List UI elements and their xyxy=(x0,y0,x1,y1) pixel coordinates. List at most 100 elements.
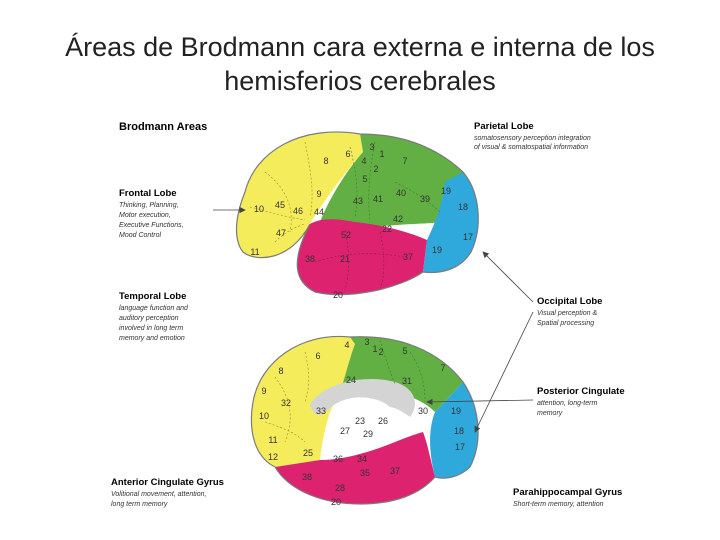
callout-occipital-line1: Visual perception & xyxy=(537,310,598,317)
callout-posterior-cingulate-arrow xyxy=(426,398,534,406)
medial-area-18: 18 xyxy=(454,426,464,436)
medial-area-35: 35 xyxy=(360,468,370,478)
medial-area-33: 33 xyxy=(316,406,326,416)
lateral-area-38: 38 xyxy=(305,254,315,264)
medial-area-9: 9 xyxy=(261,386,266,396)
medial-area-2: 2 xyxy=(378,347,383,357)
medial-area-29: 29 xyxy=(363,429,373,439)
callout-anterior-cingulate: Anterior Cingulate Gyrus Volitional move… xyxy=(111,477,224,508)
lateral-area-9: 9 xyxy=(316,189,321,199)
medial-area-19: 19 xyxy=(451,406,461,416)
lateral-area-5: 5 xyxy=(362,174,367,184)
lateral-temporal-region xyxy=(297,219,427,295)
callout-occipital: Occipital Lobe Visual perception & Spati… xyxy=(474,251,602,433)
medial-area-26: 26 xyxy=(378,416,388,426)
callout-occipital-title: Occipital Lobe xyxy=(537,296,602,307)
lateral-area-22: 22 xyxy=(382,224,392,234)
lateral-area-3: 3 xyxy=(369,142,374,152)
medial-area-17: 17 xyxy=(455,442,465,452)
callout-temporal-line3: involved in long term xyxy=(119,325,183,332)
medial-area-25: 25 xyxy=(303,448,313,458)
lateral-area-6: 6 xyxy=(345,149,350,159)
medial-area-11: 11 xyxy=(268,435,277,445)
lateral-area-37: 37 xyxy=(403,252,413,262)
callout-frontal-line3: Executive Functions, xyxy=(119,222,184,229)
medial-area-8: 8 xyxy=(278,366,283,376)
corpus-callosum xyxy=(310,378,415,417)
medial-frontal-region xyxy=(251,336,355,467)
lateral-parietal-region xyxy=(320,134,463,228)
lateral-area-46: 46 xyxy=(293,206,303,216)
callout-occipital-arrow-lower xyxy=(474,311,534,433)
lateral-area-39: 39 xyxy=(420,194,430,204)
medial-area-23: 23 xyxy=(355,416,365,426)
callout-posterior-cingulate-title: Posterior Cingulate xyxy=(537,386,625,397)
medial-area-28: 28 xyxy=(335,483,345,493)
callout-parietal-title: Parietal Lobe xyxy=(474,121,534,132)
lateral-area-4: 4 xyxy=(361,156,366,166)
callout-anterior-cingulate-line2: long term memory xyxy=(111,501,168,508)
medial-area-1: 1 xyxy=(372,344,377,354)
medial-area-4: 4 xyxy=(344,340,349,350)
callout-temporal-line1: language function and xyxy=(119,305,189,312)
lateral-area-41: 41 xyxy=(373,194,383,204)
callout-parahippocampal: Parahippocampal Gyrus Short-term memory,… xyxy=(513,487,622,508)
lateral-area-18: 18 xyxy=(458,202,468,212)
lateral-area-42: 42 xyxy=(393,214,403,224)
lateral-area-44: 44 xyxy=(314,207,324,217)
medial-area-5: 5 xyxy=(402,346,407,356)
slide-title-line2: hemisferios cerebrales xyxy=(224,66,496,96)
callout-posterior-cingulate-line1: attention, long-term xyxy=(537,400,597,407)
lateral-area-8: 8 xyxy=(323,156,328,166)
lateral-area-11: 11 xyxy=(250,247,259,257)
lateral-area-52: 52 xyxy=(341,230,351,240)
callout-parahippocampal-title: Parahippocampal Gyrus xyxy=(513,487,622,498)
medial-temporal-region xyxy=(275,432,435,504)
medial-area-3: 3 xyxy=(364,337,369,347)
callout-anterior-cingulate-line1: Volitional movement, attention, xyxy=(111,491,207,498)
callout-temporal-line2: auditory perception xyxy=(119,315,179,322)
lateral-area-7: 7 xyxy=(402,156,407,166)
lateral-area-21: 21 xyxy=(340,254,350,264)
lateral-area-43: 43 xyxy=(353,196,363,206)
callout-frontal-title: Frontal Lobe xyxy=(119,188,177,199)
lateral-occipital-region xyxy=(423,172,479,273)
figure-heading: Brodmann Areas xyxy=(119,121,207,133)
lateral-area-17: 17 xyxy=(463,232,473,242)
thalamus-region xyxy=(328,402,390,429)
callout-parietal: Parietal Lobe somatosensory perception i… xyxy=(474,121,591,151)
lateral-parietal-borders xyxy=(349,141,441,223)
medial-area-30: 30 xyxy=(418,406,428,416)
medial-area-24: 24 xyxy=(346,375,356,385)
medial-area-7: 7 xyxy=(440,363,445,373)
callout-frontal-line2: Motor execution, xyxy=(119,212,171,219)
medial-area-27: 27 xyxy=(340,426,350,436)
callout-parietal-line1: somatosensory perception integration xyxy=(474,135,591,142)
callout-anterior-cingulate-title: Anterior Cingulate Gyrus xyxy=(111,477,224,488)
medial-area-32: 32 xyxy=(281,398,291,408)
medial-area-borders xyxy=(264,351,310,443)
callout-temporal: Temporal Lobe language function and audi… xyxy=(119,291,189,342)
medial-area-6: 6 xyxy=(315,351,320,361)
medial-occipital-region xyxy=(430,382,479,479)
callout-parietal-line2: of visual & somatospatial information xyxy=(474,144,588,151)
lateral-temporal-borders xyxy=(314,229,406,291)
callout-temporal-line4: memory and emotion xyxy=(119,335,185,342)
lateral-frontal-region xyxy=(236,131,363,258)
callout-frontal-line1: Thinking, Planning, xyxy=(119,202,179,209)
lateral-area-1: 1 xyxy=(379,149,384,159)
lateral-area-47: 47 xyxy=(276,228,286,238)
callout-occipital-arrow-upper xyxy=(482,251,534,303)
medial-area-37: 37 xyxy=(390,466,400,476)
callout-temporal-title: Temporal Lobe xyxy=(119,291,186,302)
callout-frontal-line4: Mood Control xyxy=(119,232,161,239)
medial-area-38: 38 xyxy=(302,472,312,482)
lateral-area-19: 19 xyxy=(432,245,442,255)
medial-area-10: 10 xyxy=(259,411,269,421)
lateral-area-10: 10 xyxy=(254,204,264,214)
